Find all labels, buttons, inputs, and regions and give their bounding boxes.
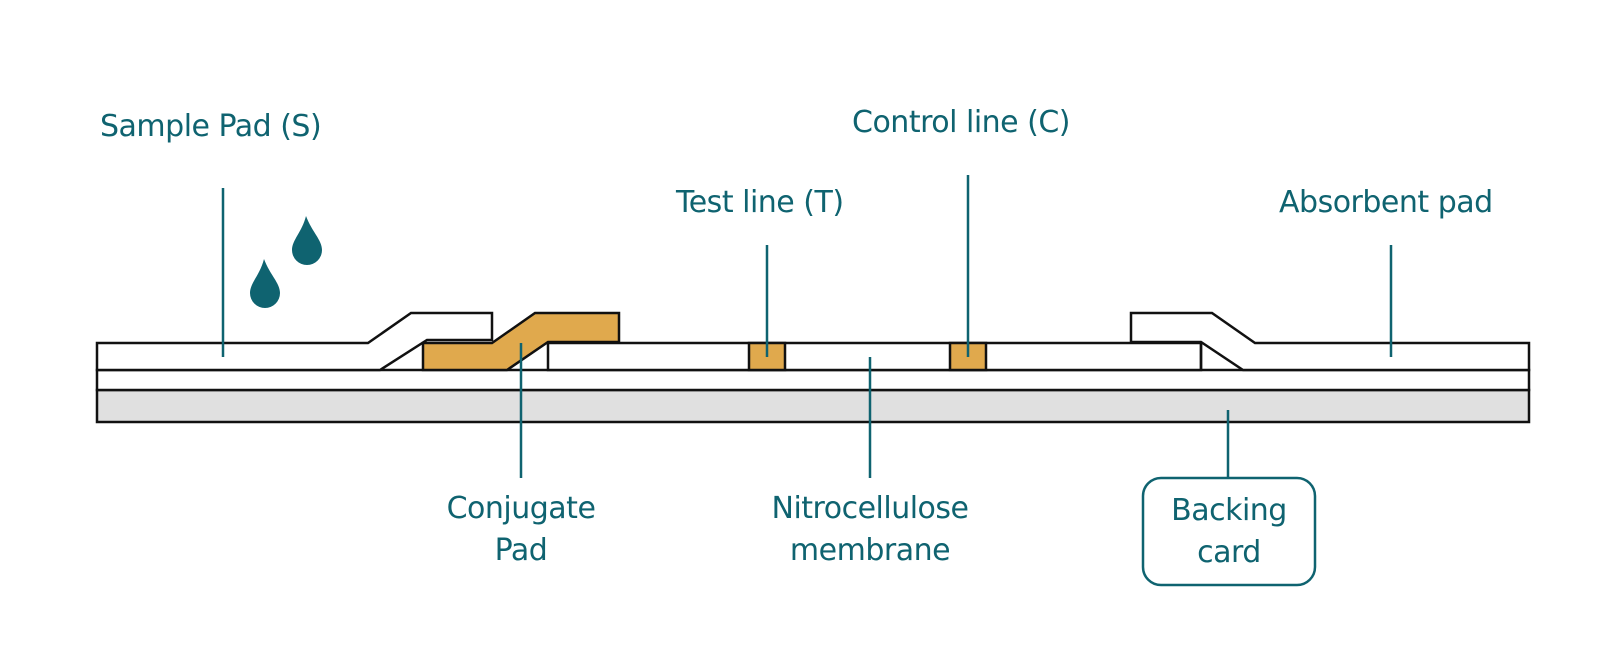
backing-card: [95, 388, 1531, 424]
adhesive-layer: [95, 368, 1531, 392]
nitrocellulose-label: Nitrocellulose membrane: [750, 488, 990, 572]
water-drop-icon: [292, 216, 322, 265]
backing-card-label-line2: card: [1197, 535, 1261, 570]
backing-card-label-line1: Backing: [1171, 493, 1287, 528]
conjugate-pad-label-line2: Pad: [494, 533, 548, 568]
test-line-label: Test line (T): [676, 185, 844, 220]
nitrocellulose-membrane: [546, 341, 1203, 372]
conjugate-pad-label-line1: Conjugate: [446, 491, 596, 526]
absorbent-pad: [1129, 311, 1531, 372]
nitrocellulose-label-line2: membrane: [789, 533, 951, 568]
sample-pad-label: Sample Pad (S): [100, 109, 322, 144]
nitrocellulose-label-line1: Nitrocellulose: [771, 491, 969, 526]
control-line-label: Control line (C): [852, 105, 1071, 140]
backing-card-callout-box: [1141, 476, 1317, 587]
conjugate-pad-label: Conjugate Pad: [421, 488, 621, 572]
backing-card-label: Backing card: [1143, 490, 1315, 574]
sample-pad: [95, 311, 494, 372]
water-drop-icon: [250, 259, 280, 308]
absorbent-pad-label: Absorbent pad: [1279, 185, 1493, 220]
